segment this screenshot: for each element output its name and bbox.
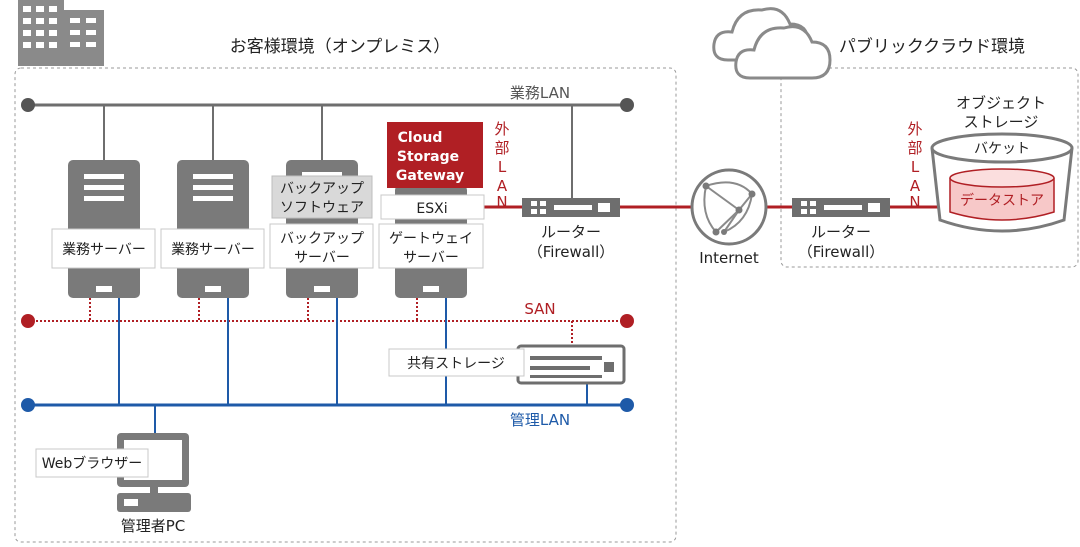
- san-endpoint-right: [620, 314, 634, 328]
- business-lan-label: 業務LAN: [510, 84, 570, 102]
- server-1-label: 業務サーバー: [62, 242, 146, 258]
- business-lan: [21, 98, 634, 198]
- svg-text:Storage: Storage: [397, 149, 459, 165]
- external-lan-char: N: [496, 193, 507, 211]
- cloud-boundary: [780, 67, 1079, 268]
- external-lan-char: N: [909, 193, 920, 211]
- mgmt-lan-endpoint-left: [21, 398, 35, 412]
- router-onprem-line2: （Firewall）: [528, 243, 615, 261]
- web-browser-label: Webブラウザー: [42, 455, 143, 472]
- router-onprem: ルーター （Firewall）: [522, 198, 620, 261]
- backup-software-line1: バックアップ: [280, 181, 364, 197]
- external-lan-char: 部: [907, 139, 922, 157]
- router-cloud-line2: （Firewall）: [798, 243, 885, 261]
- admin-pc-label: 管理者PC: [121, 517, 186, 535]
- external-lan-char: 部: [494, 139, 509, 157]
- san-label: SAN: [524, 300, 555, 318]
- external-lan-char: 外: [907, 120, 922, 138]
- gateway-server-line1: ゲートウェイ: [389, 231, 473, 247]
- external-lan-label-cloud: 外 部 L A N: [907, 120, 922, 211]
- san-endpoint-left: [21, 314, 35, 328]
- mgmt-lan-label: 管理LAN: [510, 411, 570, 429]
- server-2: 業務サーバー: [160, 160, 265, 298]
- backup-server: バックアップ ソフトウェア バックアップ サーバー: [269, 160, 374, 298]
- esxi-label: ESXi: [416, 201, 447, 217]
- admin-pc: Webブラウザー 管理者PC: [35, 433, 191, 535]
- mgmt-lan: [21, 298, 634, 433]
- svg-text:Gateway: Gateway: [396, 168, 464, 184]
- router-onprem-line1: ルーター: [541, 223, 601, 241]
- business-lan-endpoint-left: [21, 98, 35, 112]
- datastore-label: データストア: [960, 192, 1044, 209]
- external-lan-char: A: [497, 177, 508, 195]
- san-network: [21, 298, 634, 345]
- svg-text:Cloud: Cloud: [398, 130, 443, 146]
- backup-server-line2: サーバー: [294, 250, 350, 266]
- gateway-server: Cloud Storage Gateway ESXi ゲートウェイ サーバー: [378, 122, 485, 298]
- mgmt-lan-endpoint-right: [620, 398, 634, 412]
- external-lan-char: 外: [494, 120, 509, 138]
- internet-globe-icon: [690, 168, 768, 246]
- internet-label: Internet: [699, 249, 759, 267]
- object-storage-line1: オブジェクト: [956, 94, 1046, 112]
- onprem-title: お客様環境（オンプレミス）: [230, 37, 451, 57]
- backup-software-line2: ソフトウェア: [280, 200, 364, 216]
- onprem-boundary: [14, 67, 677, 543]
- cloud-storage-gateway-logo: Cloud Storage Gateway: [387, 122, 483, 188]
- external-lan-char: L: [498, 158, 507, 176]
- object-storage-line2: ストレージ: [964, 113, 1039, 131]
- shared-storage: 共有ストレージ: [388, 344, 626, 385]
- business-lan-endpoint-right: [620, 98, 634, 112]
- external-lan-label-onprem: 外 部 L A N: [494, 120, 509, 211]
- building-icon: [18, 0, 104, 66]
- server-1: 業務サーバー: [51, 160, 156, 298]
- external-lan-char: A: [910, 177, 921, 195]
- router-cloud: ルーター （Firewall）: [792, 198, 890, 261]
- cloud-title: パブリッククラウド環境: [839, 36, 1025, 57]
- datastore-cylinder: データストア: [949, 168, 1055, 221]
- cloud-icon: [712, 7, 832, 80]
- external-lan-char: L: [911, 158, 920, 176]
- bucket-label: バケット: [974, 141, 1030, 157]
- shared-storage-label: 共有ストレージ: [407, 356, 505, 372]
- router-cloud-line1: ルーター: [811, 223, 871, 241]
- server-2-label: 業務サーバー: [171, 242, 255, 258]
- gateway-server-line2: サーバー: [403, 250, 459, 266]
- backup-server-line1: バックアップ: [280, 231, 364, 247]
